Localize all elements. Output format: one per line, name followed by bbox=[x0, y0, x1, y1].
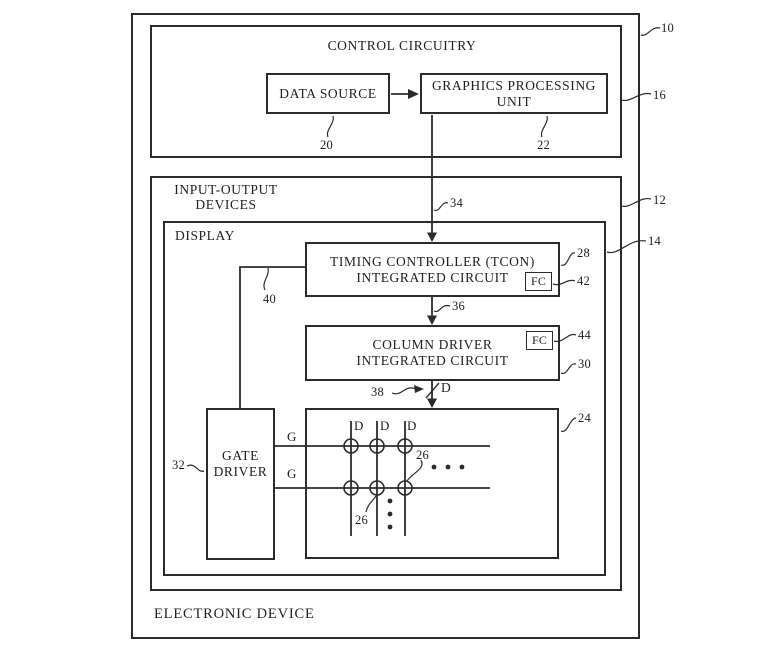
ref-32: 32 bbox=[172, 458, 186, 472]
io-title-line1: INPUT-OUTPUT bbox=[174, 182, 278, 197]
ref-10: 10 bbox=[661, 21, 675, 35]
ref-24: 24 bbox=[578, 411, 592, 425]
ref-40: 40 bbox=[263, 292, 277, 306]
ref-20: 20 bbox=[320, 138, 334, 152]
display-box bbox=[163, 221, 606, 576]
data-bus-label: D bbox=[441, 380, 452, 395]
ref-30: 30 bbox=[578, 357, 592, 371]
io-title-line2: DEVICES bbox=[195, 197, 257, 212]
tcon-fc-box: FC bbox=[525, 272, 552, 291]
column-driver-box: COLUMN DRIVER INTEGRATED CIRCUIT bbox=[305, 325, 560, 381]
ref-22: 22 bbox=[537, 138, 551, 152]
column-driver-label-line2: INTEGRATED CIRCUIT bbox=[356, 353, 509, 368]
data-source-box: DATA SOURCE bbox=[266, 73, 390, 114]
timing-controller-box: TIMING CONTROLLER (TCON) INTEGRATED CIRC… bbox=[305, 242, 560, 297]
tcon-fc-label: FC bbox=[530, 274, 547, 288]
data-line-label-3: D bbox=[407, 418, 417, 433]
ref-34: 34 bbox=[450, 196, 464, 210]
ref-38: 38 bbox=[371, 385, 385, 399]
pixel-array-box bbox=[305, 408, 559, 559]
electronic-device-label: ELECTRONIC DEVICE bbox=[154, 606, 315, 622]
column-driver-fc-box: FC bbox=[526, 331, 553, 350]
gate-driver-box: GATE DRIVER bbox=[206, 408, 275, 560]
ref-16: 16 bbox=[653, 88, 667, 102]
ref-42: 42 bbox=[577, 274, 591, 288]
gate-driver-label-line1: GATE bbox=[222, 448, 259, 463]
gate-line-label-1: G bbox=[287, 429, 297, 444]
ref-14: 14 bbox=[648, 234, 662, 248]
data-line-label-1: D bbox=[354, 418, 364, 433]
ref-12: 12 bbox=[653, 193, 667, 207]
data-source-label: DATA SOURCE bbox=[279, 85, 377, 101]
ref-26-lower: 26 bbox=[355, 513, 369, 527]
tcon-label-line1: TIMING CONTROLLER (TCON) bbox=[330, 253, 535, 269]
input-output-devices-title: INPUT-OUTPUT DEVICES bbox=[168, 182, 284, 212]
gpu-box: GRAPHICS PROCESSING UNIT bbox=[420, 73, 608, 114]
control-circuitry-title: CONTROL CIRCUITRY bbox=[327, 38, 477, 53]
column-driver-fc-label: FC bbox=[531, 333, 548, 347]
gate-driver-label-line2: DRIVER bbox=[213, 464, 268, 479]
gate-line-label-2: G bbox=[287, 466, 297, 481]
electronic-device-box bbox=[131, 13, 640, 639]
input-output-devices-box bbox=[150, 176, 622, 591]
ref-28: 28 bbox=[577, 246, 591, 260]
control-circuitry-box bbox=[150, 25, 622, 158]
display-title: DISPLAY bbox=[175, 228, 235, 243]
column-driver-label-line1: COLUMN DRIVER bbox=[372, 337, 493, 352]
gpu-label: GRAPHICS PROCESSING UNIT bbox=[431, 77, 597, 109]
data-line-label-2: D bbox=[380, 418, 390, 433]
tcon-label-line2: INTEGRATED CIRCUIT bbox=[356, 269, 509, 285]
ref-44: 44 bbox=[578, 328, 592, 342]
ref-26-upper: 26 bbox=[416, 448, 430, 462]
leader-ref-10 bbox=[640, 27, 661, 36]
ref-36: 36 bbox=[452, 299, 466, 313]
